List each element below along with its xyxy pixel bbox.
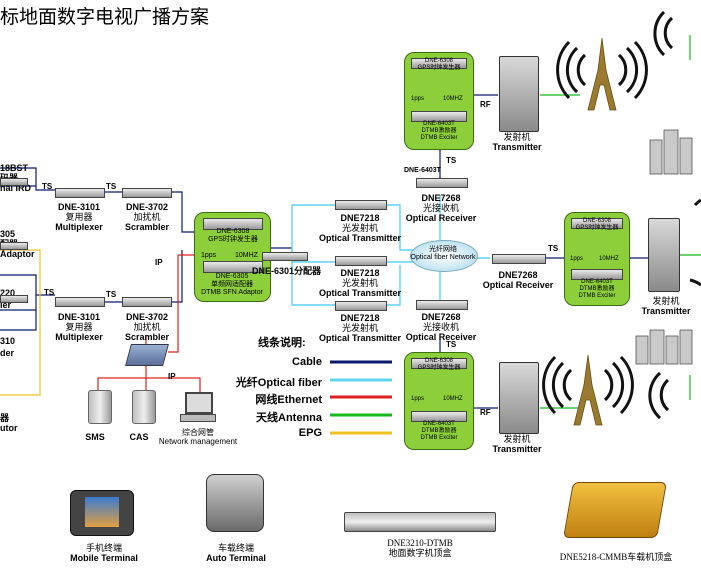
car-set-top-box-icon bbox=[563, 482, 667, 538]
car-set-top-box-label: DNE5218-CMMB车载机顶盒 bbox=[559, 552, 673, 562]
edge-label-ts: TS bbox=[548, 244, 559, 253]
left-label: der bbox=[0, 348, 15, 358]
fiber-network-cloud bbox=[410, 240, 478, 272]
edge-label-ts: TS bbox=[446, 340, 457, 349]
left-label: ler bbox=[0, 300, 12, 310]
set-top-box-icon bbox=[344, 512, 496, 532]
left-label: 310 bbox=[0, 336, 16, 346]
sfn-adaptor-device bbox=[203, 261, 263, 273]
edge-label-ts: TS bbox=[106, 182, 117, 191]
edge-label-ts: TS bbox=[106, 290, 117, 299]
legend-title: 线条说明: bbox=[258, 337, 306, 349]
optical-transmitter-device bbox=[335, 256, 387, 266]
splitter-device bbox=[262, 252, 308, 261]
scrambler-device bbox=[122, 297, 172, 307]
legend-item-antenna: 天线Antenna bbox=[256, 412, 322, 424]
edge-label-rf: RF bbox=[480, 408, 491, 417]
device-icon bbox=[0, 242, 28, 250]
multiplexer-device bbox=[55, 188, 105, 198]
transmitter-rack-icon bbox=[648, 218, 680, 292]
device-icon bbox=[0, 295, 28, 303]
cas-server-icon bbox=[132, 390, 156, 424]
transmitter-rack-icon bbox=[499, 56, 539, 132]
radio-wave-icon bbox=[542, 10, 701, 420]
optical-transmitter-device bbox=[335, 301, 387, 311]
device-icon bbox=[0, 178, 28, 186]
edge-label-ts: TS bbox=[446, 156, 457, 165]
multiplexer-device bbox=[55, 297, 105, 307]
gps-clock-device bbox=[203, 218, 263, 230]
left-label: 器 bbox=[0, 413, 10, 423]
sms-server-icon bbox=[88, 390, 112, 424]
auto-terminal-icon bbox=[206, 474, 264, 532]
edge-label-rf: RF bbox=[480, 100, 491, 109]
edge-label-ts: TS bbox=[44, 288, 55, 297]
mobile-terminal-icon bbox=[70, 490, 134, 536]
optical-receiver-device bbox=[416, 300, 468, 310]
legend-item-ethernet: 网线Ethernet bbox=[255, 394, 322, 406]
legend-item-epg: EPG bbox=[298, 427, 322, 439]
keyboard-icon bbox=[180, 414, 216, 422]
optical-transmitter-device bbox=[335, 200, 387, 210]
cas-label: CAS bbox=[129, 432, 149, 442]
left-label: utor bbox=[0, 423, 18, 433]
pc-monitor-icon bbox=[185, 392, 213, 414]
sms-label: SMS bbox=[85, 432, 105, 442]
page-title: 标地面数字电视广播方案 bbox=[0, 6, 210, 28]
left-label: 220 bbox=[0, 288, 16, 298]
legend-item-cable: Cable bbox=[292, 356, 322, 368]
eiffel-tower-icon bbox=[573, 354, 603, 426]
transmitter-rack-icon bbox=[499, 362, 539, 434]
left-label: 305 bbox=[0, 229, 16, 239]
left-label: Adaptor bbox=[0, 249, 35, 259]
eiffel-tower-icon bbox=[587, 37, 617, 111]
left-label: nal IRD bbox=[0, 183, 32, 193]
legend-item-fiber: 光纤Optical fiber bbox=[235, 377, 322, 389]
scrambler-device bbox=[122, 188, 172, 198]
optical-receiver-device bbox=[492, 254, 546, 264]
splitter-label: DNE-6301分配器 bbox=[252, 266, 322, 276]
building-icon bbox=[635, 129, 693, 365]
edge-label-ip: IP bbox=[155, 258, 163, 267]
edge-label-ts: TS bbox=[42, 182, 53, 191]
optical-receiver-device bbox=[416, 178, 468, 188]
edge-label-ip: IP bbox=[168, 372, 176, 381]
left-label: 18BST bbox=[0, 163, 29, 173]
